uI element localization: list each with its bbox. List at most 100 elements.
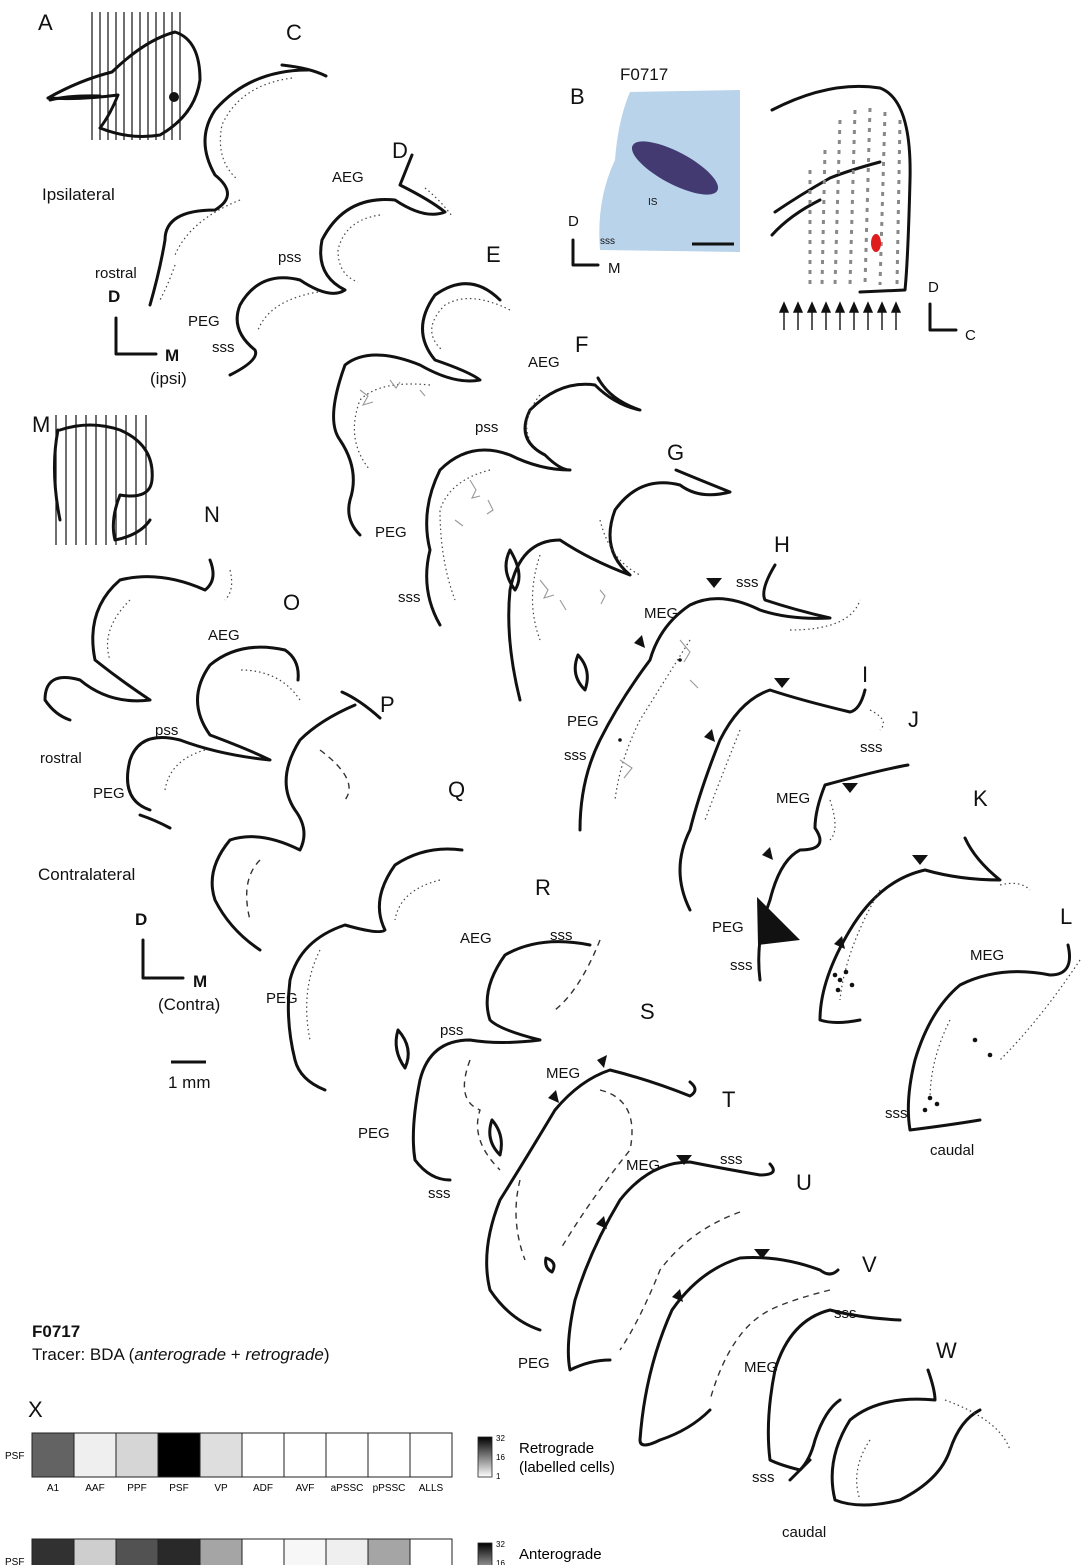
region-label: sss — [720, 1151, 743, 1168]
region-label: PEG — [518, 1355, 550, 1372]
heatmap-column-label: ALLS — [419, 1483, 444, 1494]
colorscale-tick: 16 — [496, 1453, 505, 1462]
axis-m-label: M — [608, 260, 621, 277]
heatmap-cell — [284, 1433, 326, 1477]
tracer-retrograde: retrograde — [245, 1345, 323, 1364]
region-label: sss — [398, 589, 421, 606]
heatmap-cell — [32, 1433, 74, 1477]
heatmap-row-label: PSF — [5, 1557, 24, 1565]
colorscale-tick: 16 — [496, 1559, 505, 1565]
heatmap-title: Anterograde — [519, 1546, 602, 1563]
contra-sections: M N O AEG rostral P pss PEG Q Contralate… — [32, 412, 1010, 1541]
heatmap-cell — [368, 1539, 410, 1565]
region-label: sss — [212, 339, 235, 356]
region-label: sss — [564, 747, 587, 764]
colorscale-tick: 32 — [496, 1540, 505, 1549]
region-label: pss — [278, 249, 301, 266]
region-label: PEG — [93, 785, 125, 802]
panel-letter: L — [1060, 904, 1072, 929]
panel-letter: A — [38, 10, 53, 35]
axis-c-label: C — [965, 327, 976, 344]
heatmap-subtitle: (labelled cells) — [519, 1459, 615, 1476]
colorscale-bar — [478, 1543, 492, 1565]
ipsi-label: (ipsi) — [150, 369, 187, 388]
case-title: F0717 — [32, 1322, 80, 1341]
panel-letter: G — [667, 440, 684, 465]
region-label: PEG — [375, 524, 407, 541]
panel-letter: M — [32, 412, 50, 437]
heatmap-cell — [158, 1433, 200, 1477]
panel-letter: Q — [448, 777, 465, 802]
rostral-label: rostral — [95, 265, 137, 282]
lateral-brain-outline — [772, 86, 910, 292]
axis-m-label: M — [193, 972, 207, 991]
region-label: PEG — [358, 1125, 390, 1142]
heatmaps: PSFA1AAFPPFPSFVPADFAVFaPSSCpPSSCALLS3216… — [5, 1433, 646, 1565]
heatmap-cell — [410, 1433, 452, 1477]
colorscale-bar — [478, 1437, 492, 1477]
hemisphere-label-ipsi: Ipsilateral — [42, 185, 115, 204]
injection-site-lateral — [871, 234, 881, 252]
heatmap-2: PSFA1AAFPPFPSFVPADFAVFaPSSCpPSSCALLS3216… — [5, 1539, 646, 1565]
caudal-label-ipsi: caudal — [930, 1142, 974, 1159]
heatmap-title: Retrograde — [519, 1440, 594, 1457]
heatmap-cell — [32, 1539, 74, 1565]
heatmap-cell — [326, 1433, 368, 1477]
panel-letter: C — [286, 20, 302, 45]
panel-letter: O — [283, 590, 300, 615]
heatmap-column-label: AAF — [85, 1483, 104, 1494]
heatmap-column-label: AVF — [296, 1483, 315, 1494]
colorscale-tick: 1 — [496, 1472, 501, 1481]
caudal-label-contra: caudal — [782, 1524, 826, 1541]
axis-d-label: D — [108, 287, 120, 306]
region-label: sss — [730, 957, 753, 974]
histology-sss-label: sss — [600, 236, 615, 247]
heatmap-column-label: pPSSC — [373, 1483, 406, 1494]
region-label: pss — [155, 722, 178, 739]
panel-letter: E — [486, 242, 501, 267]
axis-m-label: M — [165, 346, 179, 365]
region-label: MEG — [546, 1065, 580, 1082]
rostral-label-contra: rostral — [40, 750, 82, 767]
heatmap-column-label: A1 — [47, 1483, 60, 1494]
heatmap-cell — [368, 1433, 410, 1477]
heatmap-column-label: PSF — [169, 1483, 188, 1494]
region-label: PEG — [567, 713, 599, 730]
heatmap-column-label: aPSSC — [331, 1483, 364, 1494]
injection-core — [757, 897, 800, 945]
heatmap-cell — [158, 1539, 200, 1565]
tracer-info: F0717 Tracer: BDA (anterograde + retrogr… — [28, 1322, 330, 1422]
section-arrows — [780, 303, 900, 330]
tracer-anterograde: anterograde — [134, 1345, 226, 1364]
panel-letter: X — [28, 1397, 43, 1422]
panel-letter: I — [862, 662, 868, 687]
axis-d-label: D — [928, 279, 939, 296]
brain-outline-contra — [54, 425, 152, 540]
heatmap-cell — [326, 1539, 368, 1565]
heatmap-column-label: ADF — [253, 1483, 273, 1494]
histology-case-label: F0717 — [620, 65, 668, 84]
panel-letter: W — [936, 1338, 957, 1363]
section-lines-contra — [56, 415, 146, 545]
panel-letter: K — [973, 786, 988, 811]
panel-letter: R — [535, 875, 551, 900]
axis-d-label: D — [135, 910, 147, 929]
heatmap-cell — [242, 1539, 284, 1565]
panel-a: A Ipsilateral rostral D M (ipsi) — [38, 10, 200, 388]
heatmap-cell — [200, 1433, 242, 1477]
panel-letter: J — [908, 707, 919, 732]
panel-letter: P — [380, 692, 395, 717]
panel-b: F0717 B IS sss D M D — [568, 65, 976, 344]
contra-label: (Contra) — [158, 995, 220, 1014]
panel-letter: U — [796, 1170, 812, 1195]
panel-letter: S — [640, 999, 655, 1024]
colorscale-tick: 32 — [496, 1434, 505, 1443]
region-label: PEG — [188, 313, 220, 330]
heatmap-cell — [200, 1539, 242, 1565]
region-label: AEG — [528, 354, 560, 371]
region-label: sss — [752, 1469, 775, 1486]
region-label: MEG — [970, 947, 1004, 964]
region-label: pss — [440, 1022, 463, 1039]
region-label: pss — [475, 419, 498, 436]
